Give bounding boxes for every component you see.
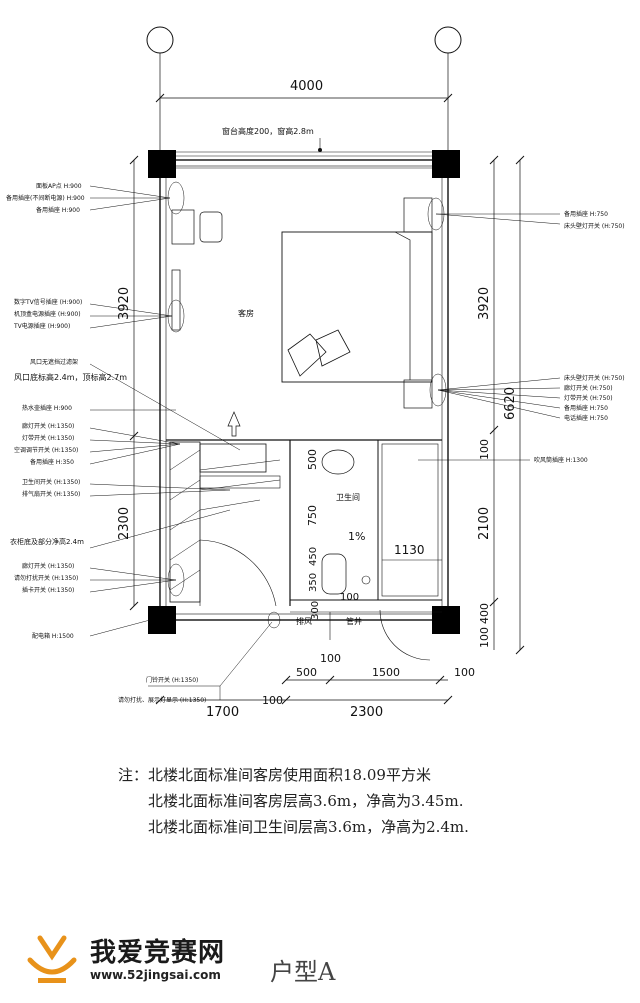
left-label-15: 衣柜底及部分净高2.4m <box>10 537 84 546</box>
dim-right-mid-a: 100 <box>478 439 491 460</box>
room-bath: 卫生间 <box>336 492 360 502</box>
right-label-4: 灯带开关 (H:750) <box>564 394 613 402</box>
dim-right-upper: 3920 <box>477 287 492 320</box>
room-guest: 客房 <box>238 308 254 318</box>
dim-top-total: 4000 <box>290 79 323 94</box>
dim-left-upper: 3920 <box>117 287 132 320</box>
dim-bottom-mid: 100 <box>262 694 283 707</box>
dim-bottom-sub-a: 500 <box>296 666 317 679</box>
left-label-6: 风口无遮挡过滤架 <box>30 358 78 366</box>
nightstand-bottom <box>403 379 433 409</box>
note-1: 注：北楼北面标准间客房使用面积18.09平方米 <box>118 766 431 784</box>
column-tl <box>148 150 176 178</box>
note-2: 北楼北面标准间客房层高3.6m，净高为3.45m. <box>148 792 464 810</box>
room-shaft: 管井 <box>346 616 362 626</box>
dim-bottom-sub-d: 100 <box>454 666 475 679</box>
pillows <box>287 329 351 377</box>
right-label-5: 备用插座 H:750 <box>564 404 608 412</box>
desk <box>171 209 195 245</box>
dim-bottom-right: 2300 <box>350 705 383 720</box>
window-note: 窗台高度200，窗高2.8m <box>222 126 314 136</box>
brand-name: 我爱竞赛网 <box>90 938 226 968</box>
bath-slope: 1% <box>348 530 365 543</box>
notes: 注：北楼北面标准间客房使用面积18.09平方米 北楼北面标准间客房层高3.6m，… <box>118 762 618 840</box>
dim-right-mid-b: 2100 <box>477 507 492 540</box>
left-label-19: 配电箱 H:1500 <box>32 632 74 640</box>
left-label-0: 面板AP点 H:900 <box>36 182 82 190</box>
unit-type-label: 户型A <box>270 958 336 986</box>
dim-bottom-left: 1700 <box>206 705 239 720</box>
brand-block: 我爱竞赛网 www.52jingsai.com 户型A <box>22 928 362 988</box>
left-label-17: 请勿打扰开关 (H:1350) <box>14 574 78 582</box>
left-label-14: 排气扇开关 (H:1350) <box>22 490 80 498</box>
right-label-3: 廊灯开关 (H:750) <box>564 384 613 392</box>
toilet <box>321 553 347 595</box>
left-label-9: 廊灯开关 (H:1350) <box>22 422 74 430</box>
right-label-2: 床头壁灯开关 (H:750) <box>564 374 625 382</box>
right-label-0: 备用插座 H:750 <box>564 210 608 218</box>
left-label-8: 热水壶插座 H:900 <box>22 404 72 412</box>
column-br <box>432 606 460 634</box>
dim-bath-350: 350 <box>308 573 319 592</box>
column-bl <box>148 606 176 634</box>
dim-bottom-sub-b: 1500 <box>372 666 400 679</box>
left-label-16: 廊灯开关 (H:1350) <box>22 562 74 570</box>
brand-url: www.52jingsai.com <box>90 968 221 982</box>
room-exhaust: 排风 <box>296 616 312 626</box>
tv-cabinet <box>171 269 181 331</box>
left-label-5: TV电源插座 (H:900) <box>13 322 70 330</box>
dim-bath-500: 500 <box>306 449 319 470</box>
left-label-2: 备用插座 H:900 <box>36 206 80 214</box>
trophy-logo-icon <box>27 935 77 983</box>
right-label-6: 电话插座 H:750 <box>564 414 608 422</box>
wardrobe <box>169 441 201 603</box>
dim-right-low-b: 100 <box>478 627 491 648</box>
right-label-7: 吹风筒插座 H:1300 <box>534 456 588 464</box>
left-label-13: 卫生间开关 (H:1350) <box>22 478 80 486</box>
dim-bath-750: 750 <box>306 505 319 526</box>
dim-right-total: 6620 <box>503 387 518 420</box>
floor-plan: 4000 窗台高度200，窗高2.8m 3920 2300 3920 6620 … <box>6 26 625 720</box>
dim-bath-100: 100 <box>340 592 359 603</box>
left-label-10: 灯带开关 (H:1350) <box>22 434 74 442</box>
washbasin <box>321 449 355 475</box>
left-label-7: 风口底标高2.4m，顶标高2.7m <box>14 372 127 382</box>
right-label-1: 床头壁灯开关 (H:750) <box>564 222 625 230</box>
left-label-12: 备用插座 H:350 <box>30 458 74 466</box>
bed <box>281 231 433 383</box>
grid-bubble-right <box>434 26 462 54</box>
left-label-3: 数字TV信号插座 (H:900) <box>14 298 82 306</box>
left-label-1: 备用插座(不间断电源) H:900 <box>6 194 85 202</box>
left-label-11: 空调调节开关 (H:1350) <box>14 446 78 454</box>
bottom-label-0: 门铃开关 (H:1350) <box>146 676 198 684</box>
dim-right-low-a: 400 <box>478 603 491 624</box>
dim-bath-450: 450 <box>308 547 319 566</box>
nightstand-top <box>403 197 433 233</box>
dim-bath-300: 300 <box>310 601 321 620</box>
dim-bottom-sub-c: 100 <box>320 652 341 665</box>
dim-bath-1130: 1130 <box>394 543 425 557</box>
left-label-18: 插卡开关 (H:1350) <box>22 586 74 594</box>
grid-bubble-left <box>146 26 174 54</box>
chair <box>199 211 223 243</box>
bottom-label-1: 请勿打扰、展示灯显示 (H:1350) <box>118 696 206 704</box>
note-3: 北楼北面标准间卫生间层高3.6m，净高为2.4m. <box>148 818 469 836</box>
dim-left-lower: 2300 <box>117 507 132 540</box>
shower <box>381 443 439 597</box>
left-label-4: 机顶盒电源插座 (H:900) <box>14 310 81 318</box>
column-tr <box>432 150 460 178</box>
